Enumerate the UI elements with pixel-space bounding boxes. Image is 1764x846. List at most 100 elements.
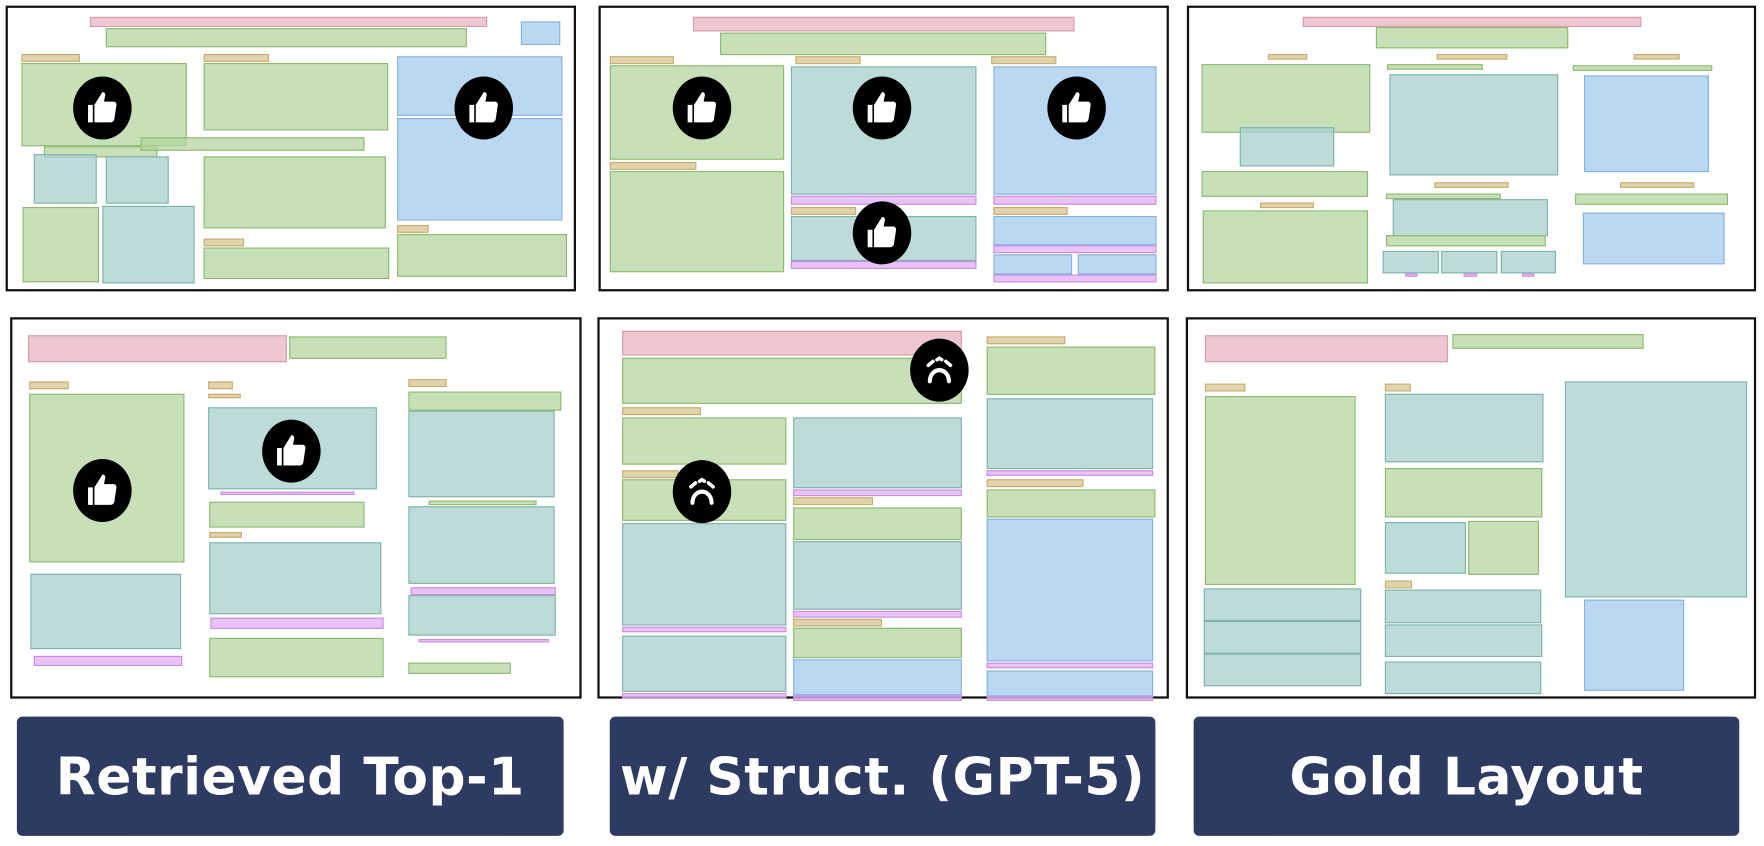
- text-block: [1202, 210, 1368, 284]
- title-block: [1204, 335, 1448, 363]
- caption-block: [986, 696, 1154, 701]
- figure-block: [1584, 599, 1685, 691]
- caption-block: [993, 245, 1157, 254]
- table-block: [1384, 393, 1544, 463]
- text-block: [428, 500, 537, 506]
- caption-block: [1522, 273, 1535, 277]
- text-block: [140, 137, 365, 151]
- section-header: [208, 393, 241, 399]
- caption-block: [793, 610, 962, 618]
- text-block: [1575, 193, 1728, 205]
- text-block: [793, 627, 962, 659]
- table-block: [1382, 250, 1439, 274]
- text-block: [22, 207, 99, 283]
- section-header: [21, 54, 80, 62]
- table-block: [408, 595, 556, 636]
- caption-block: [220, 491, 355, 495]
- section-header: [1384, 383, 1411, 392]
- section-header: [1204, 383, 1246, 392]
- section-header: [29, 381, 69, 390]
- figure-block: [793, 659, 962, 696]
- section-header: [1436, 54, 1508, 60]
- text-block: [289, 336, 447, 359]
- section-header: [209, 532, 242, 538]
- caption-block: [986, 470, 1154, 476]
- text-block: [793, 507, 962, 540]
- table-block: [1384, 522, 1466, 574]
- section-header: [208, 381, 233, 390]
- section-header: [1633, 54, 1680, 60]
- label-gold-layout: Gold Layout: [1193, 716, 1740, 836]
- caption-block: [418, 639, 549, 643]
- section-header: [793, 618, 882, 627]
- table-block: [33, 154, 97, 204]
- section-header: [1384, 580, 1412, 589]
- text-block: [986, 346, 1156, 395]
- table-block: [986, 398, 1154, 470]
- thumbs-up-icon: [1047, 76, 1106, 140]
- section-header: [203, 238, 245, 247]
- sad-face-icon: [672, 460, 732, 524]
- table-block: [1392, 199, 1548, 237]
- figure-block: [520, 21, 561, 45]
- text-block: [203, 247, 390, 279]
- figure-block: [986, 670, 1154, 697]
- table-block: [1441, 250, 1498, 274]
- table-block: [102, 205, 195, 284]
- table-block: [793, 541, 962, 610]
- text-block: [1375, 27, 1569, 49]
- section-header: [1434, 182, 1509, 188]
- panel-structured-top: [598, 5, 1169, 292]
- section-header: [1267, 54, 1308, 60]
- section-header: [609, 56, 674, 65]
- section-header: [203, 54, 269, 62]
- text-block: [1384, 468, 1543, 518]
- panel-gold-top: [1186, 5, 1757, 292]
- text-block: [1204, 396, 1356, 585]
- text-block: [209, 501, 365, 528]
- text-block: [29, 393, 185, 563]
- thumbs-up-icon: [454, 76, 513, 140]
- section-header: [793, 497, 873, 506]
- title-block: [28, 335, 287, 363]
- text-block: [622, 417, 787, 465]
- table-block: [1384, 589, 1542, 624]
- caption-block: [622, 693, 787, 699]
- figure-block: [986, 518, 1154, 662]
- table-block: [408, 410, 555, 498]
- panel-gold-bottom: [1185, 317, 1757, 699]
- panel-structured-bottom: [597, 317, 1169, 701]
- caption-block: [793, 695, 962, 701]
- thumbs-up-icon: [852, 201, 912, 265]
- section-header: [622, 470, 679, 479]
- text-block: [203, 63, 389, 131]
- text-block: [622, 357, 962, 404]
- table-block: [1203, 653, 1362, 687]
- text-block: [1468, 520, 1539, 575]
- section-header: [1260, 202, 1314, 209]
- title-block: [1302, 16, 1642, 27]
- panel-retrieved-top: [5, 5, 576, 292]
- text-block: [609, 171, 785, 273]
- table-block: [30, 573, 182, 650]
- table-block: [1564, 381, 1748, 598]
- title-block: [90, 16, 488, 27]
- text-block: [1201, 64, 1371, 133]
- text-block: [1201, 171, 1368, 197]
- thumbs-up-icon: [852, 76, 912, 140]
- title-block: [693, 16, 1075, 32]
- section-header: [993, 207, 1068, 215]
- title-block: [622, 330, 962, 356]
- table-block: [105, 156, 169, 204]
- text-block: [105, 28, 467, 48]
- table-block: [1384, 661, 1542, 695]
- section-header: [790, 207, 857, 215]
- figure-block: [1584, 75, 1709, 173]
- table-block: [1203, 621, 1362, 654]
- thumbs-up-icon: [262, 419, 321, 483]
- thumbs-up-icon: [73, 76, 132, 140]
- text-block: [209, 637, 384, 678]
- panel-retrieved-bottom: [10, 317, 582, 699]
- caption-block: [410, 587, 556, 596]
